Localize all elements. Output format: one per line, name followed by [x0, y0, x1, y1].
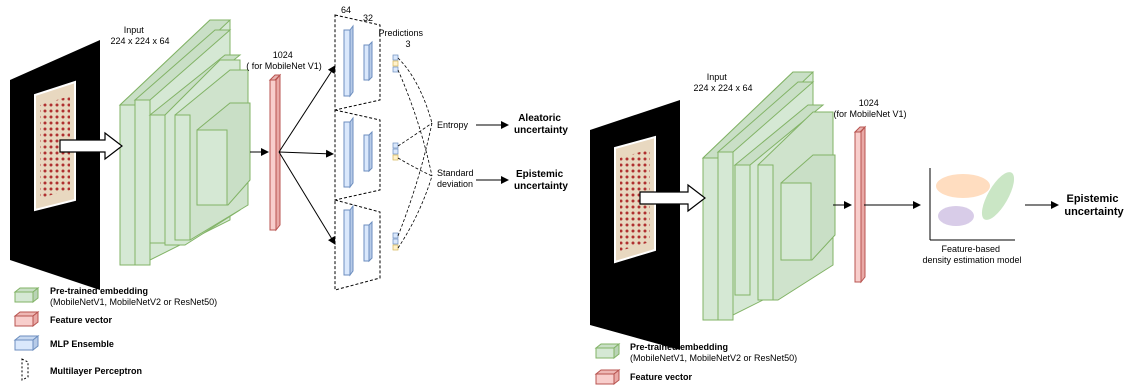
right-legend-feature-vector: Feature vector — [630, 372, 693, 382]
left-input-label: Input 224 x 224 x 64 — [110, 25, 169, 46]
left-mlp-2 — [334, 109, 381, 201]
left-std-label: Standard deviation — [437, 168, 476, 189]
right-density-label: Feature-based density estimation model — [922, 244, 1021, 265]
right-feature-vector — [853, 125, 867, 284]
left-prediction-1 — [392, 54, 399, 73]
right-input-image — [590, 100, 680, 350]
left-aleatoric-label: Aleatoric uncertainty — [514, 113, 568, 136]
left-embedding-stack — [118, 19, 251, 266]
left-mlp-3 — [334, 199, 381, 291]
left-mlp-label-32: 32 — [363, 13, 373, 23]
left-entropy-label: Entropy — [437, 120, 469, 130]
left-arrow-mlp-3 — [278, 151, 336, 245]
left-mlp-1 — [334, 14, 381, 111]
left-arrow-mlp-2 — [278, 149, 334, 158]
left-legend-embedding-title: Pre-trained embedding — [50, 286, 148, 296]
right-legend-embedding-sub: (MobileNetV1, MobileNetV2 or ResNet50) — [630, 353, 797, 363]
left-prediction-2 — [392, 142, 399, 161]
left-feature-vector — [268, 73, 282, 232]
left-legend-feature-vector: Feature vector — [50, 315, 113, 325]
left-legend — [13, 286, 40, 381]
left-legend-embedding-sub: (MobileNetV1, MobileNetV2 or ResNet50) — [50, 297, 217, 307]
left-predictions-label: Predictions 3 — [378, 28, 425, 49]
right-legend-embedding-title: Pre-trained embedding — [630, 342, 728, 352]
right-epistemic-label: Epistemic uncertainty — [1064, 193, 1124, 218]
left-feature-label: 1024 ( for MobileNet V1) — [246, 50, 322, 71]
right-embedding-stack — [701, 71, 836, 321]
left-input-arrow — [59, 131, 123, 161]
left-aggregation-lines — [397, 57, 433, 249]
right-input-arrow — [639, 183, 706, 213]
left-mlp-label-64: 64 — [341, 5, 351, 15]
left-epistemic-label: Epistemic uncertainty — [514, 169, 568, 192]
left-legend-multilayer-perceptron: Multilayer Perceptron — [50, 366, 142, 376]
right-legend — [594, 342, 621, 386]
right-input-label: Input 224 x 224 x 64 — [693, 72, 752, 93]
left-input-image — [10, 40, 100, 290]
left-arrow-mlp-1 — [278, 65, 336, 153]
left-legend-mlp-ensemble: MLP Ensemble — [50, 339, 114, 349]
left-prediction-3 — [392, 232, 399, 251]
right-feature-label: 1024 (for MobileNet V1) — [833, 98, 906, 119]
right-density-plot — [929, 168, 1015, 241]
